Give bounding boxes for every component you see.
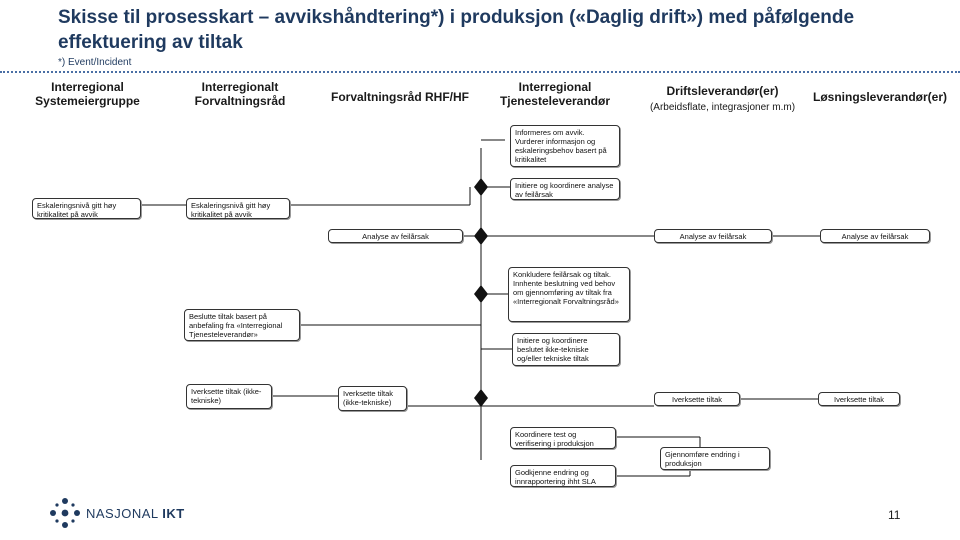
- nasjonal-ikt-logo: NASJONAL IKT: [48, 496, 185, 530]
- box-konkludere-feilarsak: Konkludere feilårsak og tiltak. Innhente…: [508, 267, 630, 322]
- lane-title: Interregional Tjenesteleverandør: [499, 80, 611, 108]
- box-iverksette-losning: Iverksette tiltak: [818, 392, 900, 406]
- box-iverksette-rhf: Iverksette tiltak (ikke-tekniske): [338, 386, 407, 411]
- lane-header-losningsleverandor: Løsningsleverandør(er): [805, 90, 955, 104]
- box-analyse-rhf: Analyse av feilårsak: [328, 229, 463, 243]
- box-informeres-om-avvik: Informeres om avvik. Vurderer informasjo…: [510, 125, 620, 167]
- header-divider: [0, 71, 960, 73]
- lane-header-tjenesteleverandor: Interregional Tjenesteleverandør: [480, 80, 630, 108]
- box-gjennomfore-endring: Gjennomføre endring i produksjon: [660, 447, 770, 470]
- lane-header-forvaltningsrad: Interregionalt Forvaltningsråd: [170, 80, 310, 108]
- lane-header-forvaltningsrad-rhf: Forvaltningsråd RHF/HF: [325, 90, 475, 104]
- box-initiere-analyse: Initiere og koordinere analyse av feilår…: [510, 178, 620, 200]
- footnote: *) Event/Incident: [58, 57, 132, 68]
- page-title: Skisse til prosesskart – avvikshåndterin…: [58, 7, 855, 53]
- lane-title: Driftsleverandør(er): [666, 84, 779, 98]
- box-iverksette-drift: Iverksette tiltak: [654, 392, 740, 406]
- box-godkjenne-endring: Godkjenne endring og innrapportering ihh…: [510, 465, 616, 487]
- lane-title: Løsningsleverandør(er): [812, 90, 948, 104]
- box-beslutte-tiltak: Beslutte tiltak basert på anbefaling fra…: [184, 309, 300, 341]
- box-koordinere-tiltak: Initiere og koordinere beslutet ikke-tek…: [512, 333, 620, 366]
- lane-title: Interregional Systemeiergruppe: [35, 80, 140, 108]
- logo-dots-icon: [50, 498, 80, 528]
- box-koordinere-test: Koordinere test og verifisering i produk…: [510, 427, 616, 449]
- lane-title: Interregionalt Forvaltningsråd: [194, 80, 286, 108]
- lane-subtitle: (Arbeidsflate, integrasjoner m.m): [649, 102, 796, 113]
- lane-header-driftsleverandor: Driftsleverandør(er) (Arbeidsflate, inte…: [640, 84, 805, 115]
- box-analyse-losning: Analyse av feilårsak: [820, 229, 930, 243]
- box-eskalering-forvaltning: Eskaleringsnivå gitt høy kritikalitet på…: [186, 198, 290, 219]
- box-analyse-drift: Analyse av feilårsak: [654, 229, 772, 243]
- logo-text-light: NASJONAL: [86, 505, 163, 521]
- logo-text-bold: IKT: [162, 505, 185, 521]
- page-number: 11: [888, 508, 901, 522]
- lane-title: Forvaltningsråd RHF/HF: [330, 90, 469, 104]
- lane-header-systemeiergruppe: Interregional Systemeiergruppe: [20, 80, 155, 108]
- logo-text: NASJONAL IKT: [86, 506, 185, 521]
- box-eskalering-systemeier: Eskaleringsnivå gitt høy kritikalitet på…: [32, 198, 141, 219]
- box-iverksette-forvaltning: Iverksette tiltak (ikke-tekniske): [186, 384, 272, 409]
